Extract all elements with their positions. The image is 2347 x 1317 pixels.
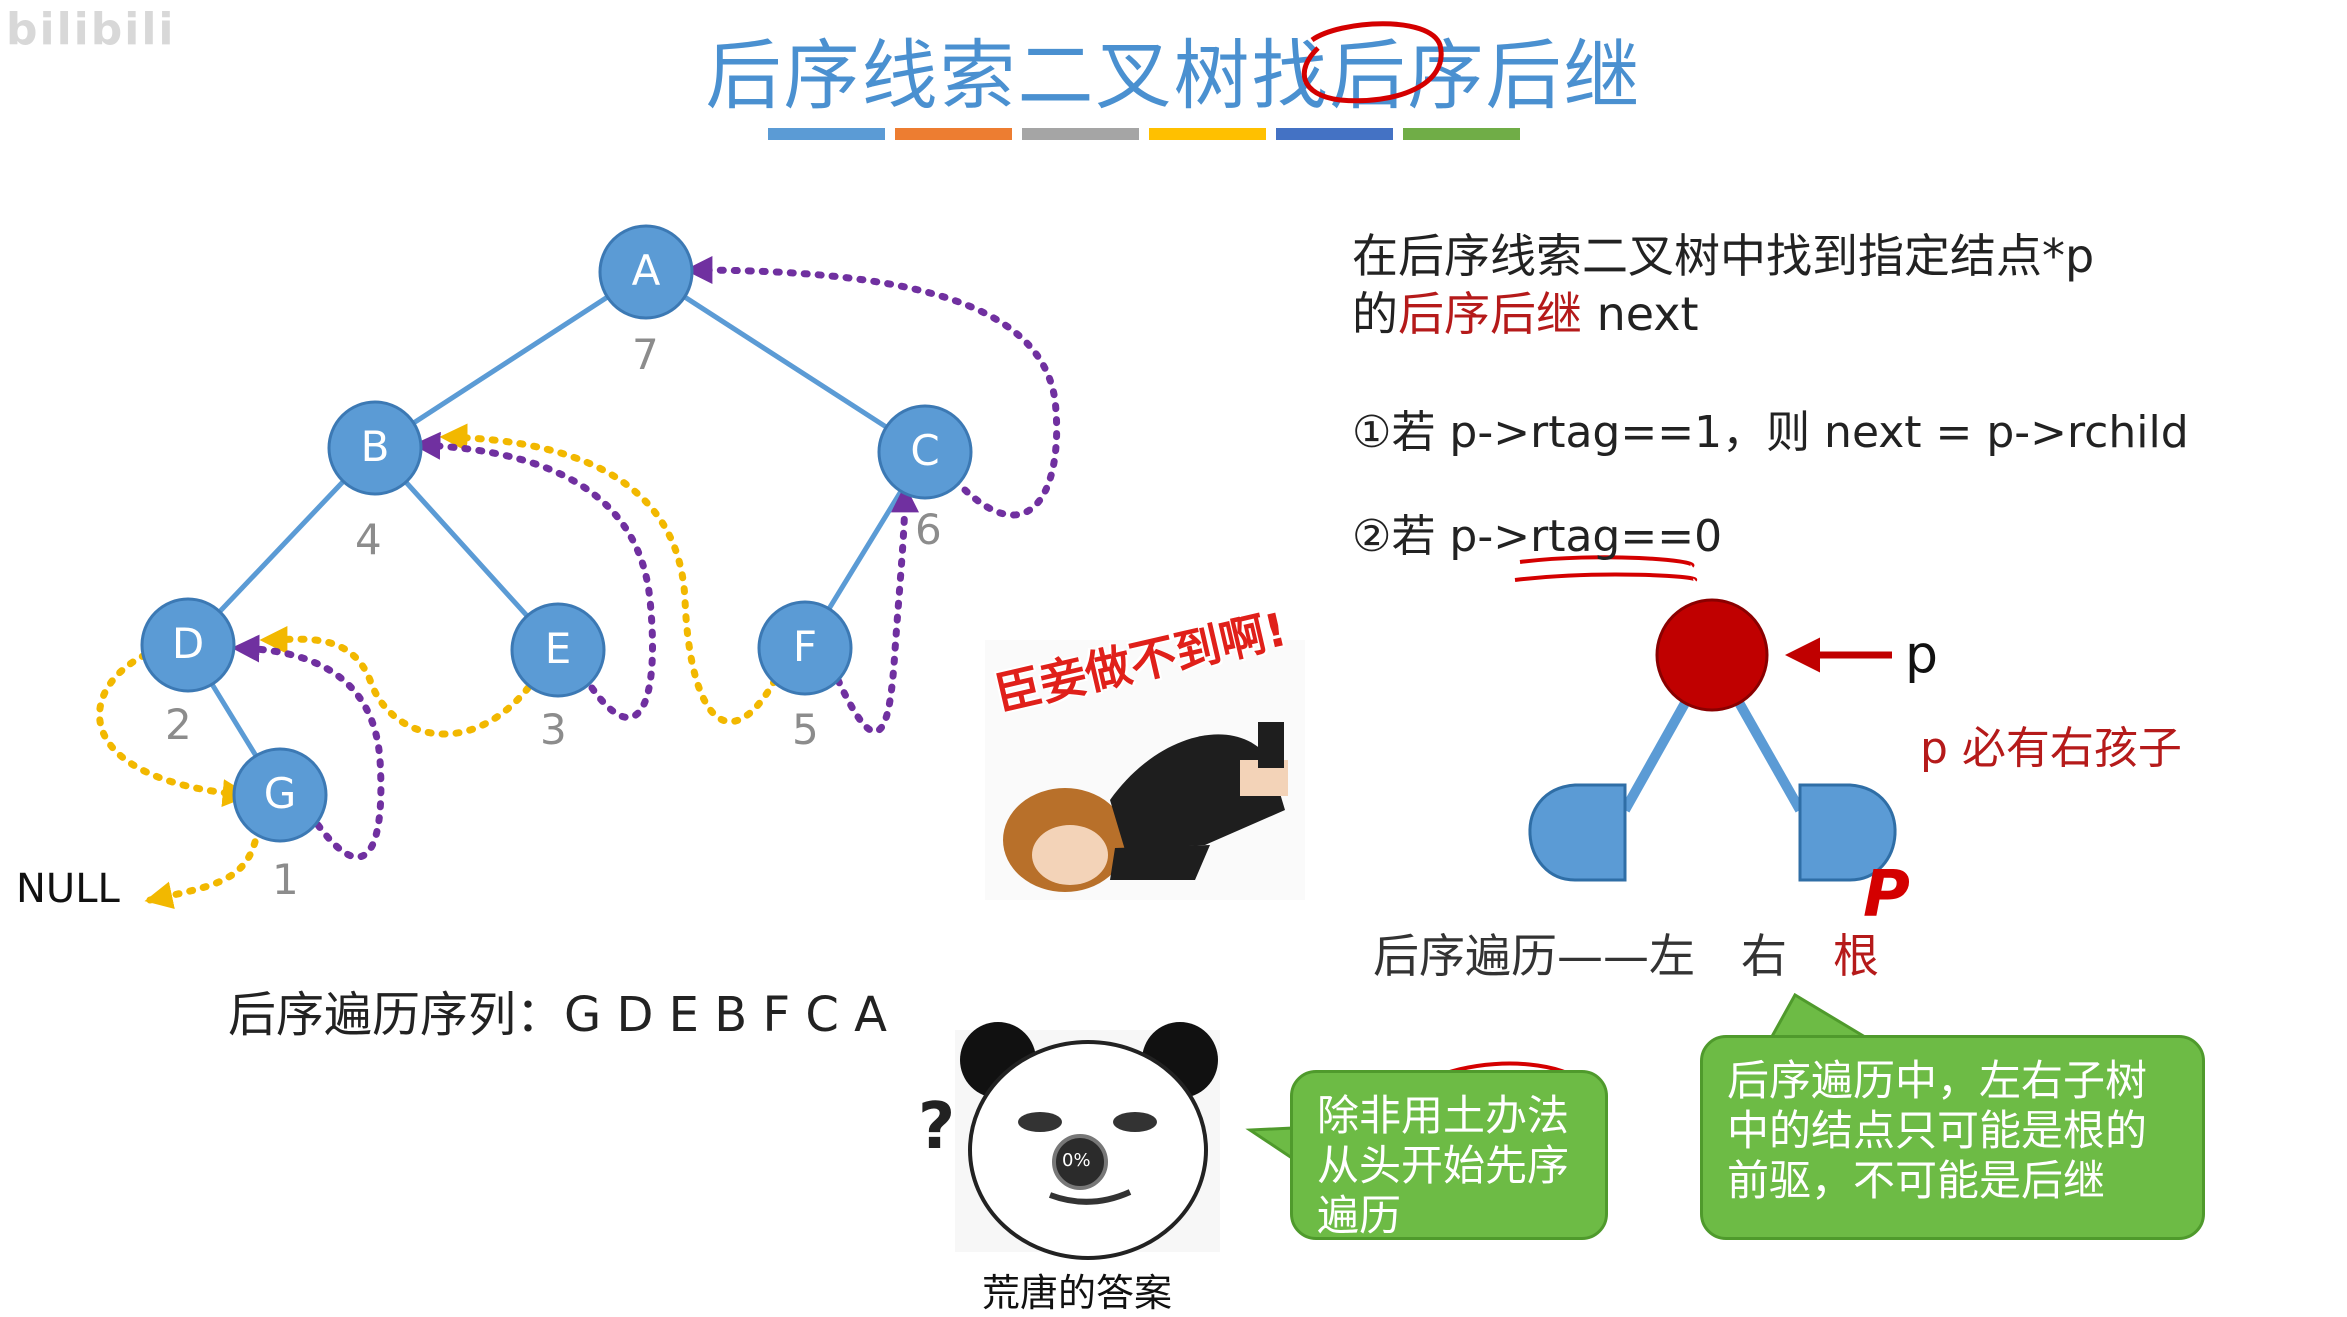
edge-A-B (373, 269, 648, 451)
thread-G-null (144, 824, 262, 909)
bubble-right-line: 中的结点只可能是根的 (1727, 1106, 2148, 1155)
order-prefix: 后序遍历——左 (1373, 929, 1695, 983)
thread-G-D (96, 651, 251, 808)
postorder-sequence: 后序遍历序列：G D E B F C A (228, 987, 887, 1043)
order-right: 右 (1741, 929, 1787, 983)
thread-C-A (684, 256, 1061, 519)
thread-F-C (834, 484, 919, 735)
p-pointer-label: p (1905, 625, 1939, 685)
color-bar (1276, 128, 1393, 140)
tree-node-a (598, 224, 694, 320)
panda-caption: 荒唐的答案 (982, 1271, 1173, 1315)
mini-left-subtree-shape (1528, 783, 1627, 882)
tree-node-order: 3 (540, 705, 567, 754)
bubble-left: 除非用土办法 从头开始先序 遍历 (1290, 1070, 1608, 1240)
explain-line1: 在后序线索二叉树中找到指定结点*p (1352, 229, 2095, 283)
bubble-left-line: 遍历 (1317, 1191, 1402, 1240)
tree-node-label: A (631, 246, 661, 295)
tree-node-g (232, 747, 328, 843)
watermark-logo: bilibili (6, 4, 176, 55)
panda-progress-spinner (1052, 1134, 1108, 1190)
postorder-rule: 后序遍历——左右根 (1373, 920, 1879, 986)
tree-node-order: 7 (632, 330, 659, 379)
thread-E-D (259, 625, 532, 738)
tree-node-label: G (263, 769, 297, 818)
explain-line2-suffix: next (1582, 287, 1699, 341)
thread-G-D-right (231, 634, 385, 861)
bubble-right-tail (1767, 992, 1876, 1042)
tree-node-label: C (910, 426, 940, 475)
bubble-right-line: 前驱，不可能是后继 (1727, 1156, 2106, 1205)
color-bar (895, 128, 1012, 140)
tree-node-d (140, 597, 236, 693)
tree-node-label: D (171, 619, 205, 668)
bubble-right-line: 后序遍历中，左右子树 (1727, 1056, 2148, 1105)
thread-E-B (412, 431, 656, 721)
panda-question-mark: ? (918, 1090, 956, 1164)
rule-1: ①若 p->rtag==1，则 next = p->rchild (1352, 407, 2189, 458)
bubble-left-line: 从头开始先序 (1317, 1141, 1570, 1190)
mini-right-subtree-shape (1798, 783, 1897, 882)
bubble-right: 后序遍历中，左右子树 中的结点只可能是根的 前驱，不可能是后继 (1700, 1035, 2205, 1240)
explain-line2-prefix: 的 (1352, 287, 1398, 341)
tree-node-order: 1 (272, 855, 299, 904)
panda-meme (955, 1022, 1220, 1260)
slide-title: 后序线索二叉树找后序后继 (705, 31, 1642, 120)
order-root: 根 (1833, 929, 1879, 983)
tree-node-b (327, 400, 423, 496)
bubble-left-tail (1245, 1126, 1295, 1161)
tree-node-c (877, 404, 973, 500)
bubble-left-line: 除非用土办法 (1317, 1091, 1570, 1140)
edge-A-C (644, 269, 927, 455)
explain-line2: 的后序后继 next (1352, 278, 1699, 344)
title-circle-annotation (1301, 21, 1444, 104)
tree-node-e (510, 602, 606, 698)
title-color-bars (768, 128, 1520, 140)
color-bar (1149, 128, 1266, 140)
handwritten-p: P (1863, 858, 1910, 932)
p-has-right-child-note: p 必有右孩子 (1920, 723, 2182, 774)
girl-meme (985, 640, 1305, 900)
color-bar (1403, 128, 1520, 140)
panda-progress-text: 0% (1062, 1150, 1091, 1171)
null-label: NULL (16, 866, 120, 912)
color-bar (768, 128, 885, 140)
tree-node-label: F (792, 622, 818, 671)
thread-F-B (439, 423, 779, 726)
mini-node-p (1655, 598, 1769, 712)
explain-highlight: 后序后继 (1398, 287, 1582, 341)
tree-node-order: 5 (792, 705, 819, 754)
tree-node-f (757, 600, 853, 696)
rtag-underline-annotation (1514, 555, 1698, 582)
tree-node-label: B (360, 422, 390, 471)
tree-node-label: E (544, 624, 572, 673)
rule-2: ②若 p->rtag==0 (1352, 511, 1723, 562)
tree-node-order: 6 (915, 505, 942, 554)
color-bar (1022, 128, 1139, 140)
tree-node-order: 2 (165, 700, 192, 749)
tree-node-order: 4 (355, 515, 382, 564)
